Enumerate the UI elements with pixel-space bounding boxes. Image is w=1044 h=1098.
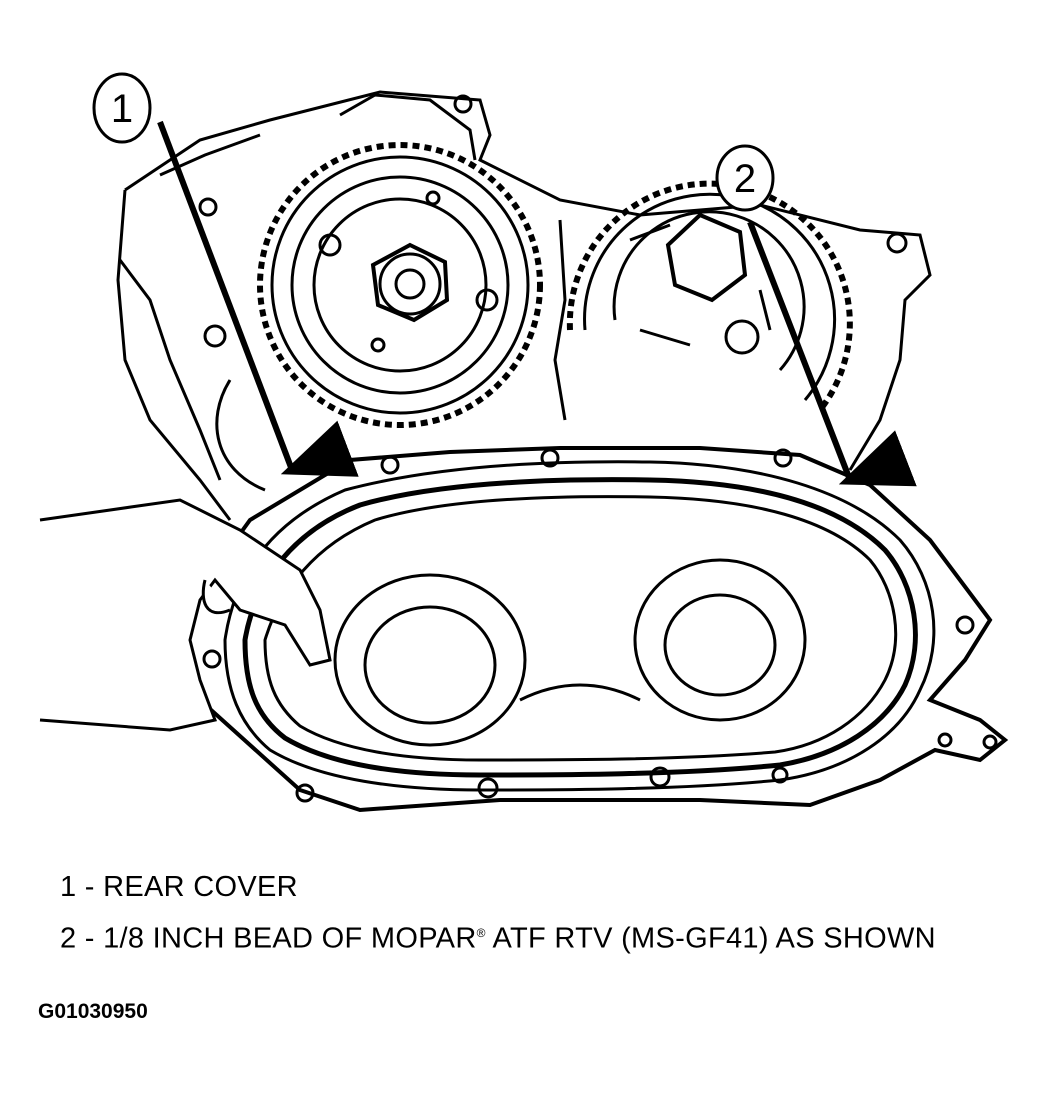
callout-1: 1 xyxy=(92,72,152,144)
right-gear xyxy=(553,180,853,421)
legend-item-2-text-after: ATF RTV (MS-GF41) AS SHOWN xyxy=(485,922,936,955)
legend-item-2-separator: - xyxy=(76,922,104,955)
legend-item-1-number: 1 xyxy=(60,871,77,903)
registered-mark: ® xyxy=(476,926,486,940)
callout-1-arrow xyxy=(157,120,359,477)
legend-item-1: 1 - REAR COVER xyxy=(60,870,298,904)
legend-item-1-separator: - xyxy=(76,871,104,903)
hand xyxy=(39,498,332,732)
callout-arrows xyxy=(157,120,917,487)
callout-1-number: 1 xyxy=(111,87,133,131)
legend-item-2-number: 2 xyxy=(60,922,77,955)
rear-cover xyxy=(183,446,1009,813)
left-gear xyxy=(257,142,543,428)
figure-id: G01030950 xyxy=(38,1000,148,1023)
case-housing xyxy=(116,90,932,521)
legend-item-1-text: REAR COVER xyxy=(103,871,298,903)
callout-2-number: 2 xyxy=(734,157,756,201)
transfer-case-rear-cover-illustration: 1 2 xyxy=(39,72,1009,813)
legend-item-2-text-before: 1/8 INCH BEAD OF MOPAR xyxy=(103,922,477,955)
legend-item-2: 2 - 1/8 INCH BEAD OF MOPAR® ATF RTV (MS-… xyxy=(60,916,960,956)
callout-2: 2 xyxy=(715,144,775,212)
callout-2-arrow xyxy=(747,220,917,487)
